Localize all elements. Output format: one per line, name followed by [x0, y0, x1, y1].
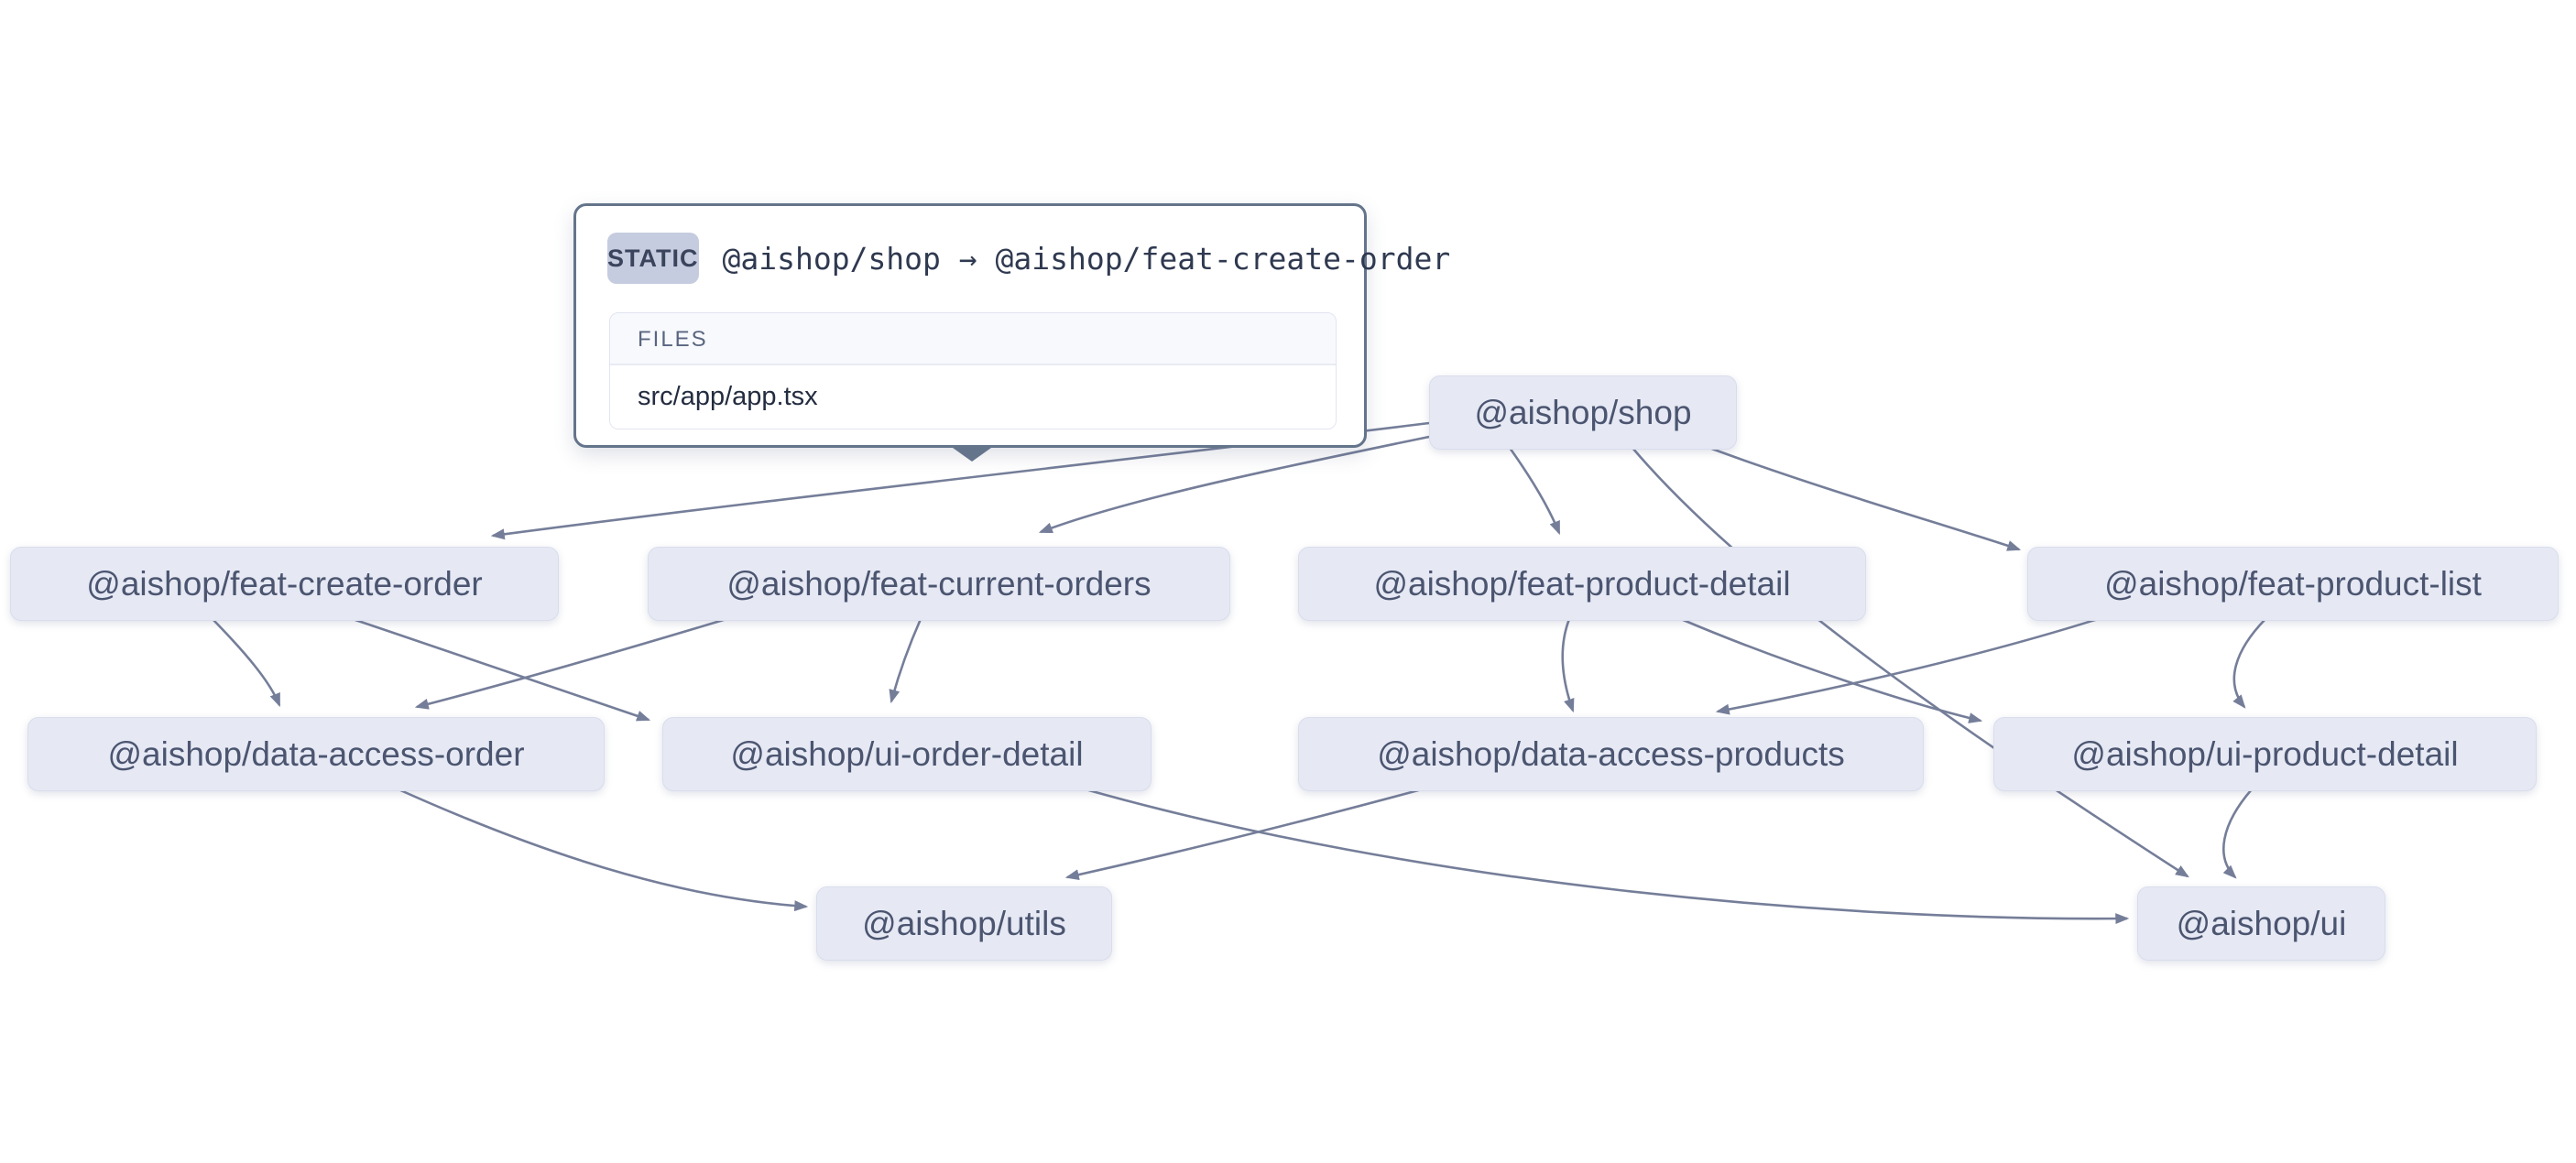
graph-node-data-access-order[interactable]: @aishop/data-access-order: [27, 717, 605, 791]
edge-shop-to-feat-product-detail[interactable]: [1508, 447, 1561, 536]
edge-feat-product-detail-to-ui-product-detail[interactable]: [1680, 617, 1983, 723]
edge-data-access-products-to-utils[interactable]: [1064, 788, 1423, 881]
edge-feat-create-order-to-data-access-order[interactable]: [212, 618, 281, 708]
edge-tooltip-header: STATIC @aishop/shop → @aishop/feat-creat…: [607, 232, 1450, 285]
edge-feat-current-orders-to-data-access-order[interactable]: [414, 617, 727, 710]
edge-feat-current-orders-to-ui-order-detail[interactable]: [889, 618, 922, 704]
graph-node-feat-product-list[interactable]: @aishop/feat-product-list: [2027, 547, 2559, 621]
edge-feat-product-list-to-data-access-products[interactable]: [1715, 617, 2099, 715]
edge-shop-to-feat-product-list[interactable]: [1708, 446, 2022, 551]
files-panel-header: FILES: [610, 313, 1336, 365]
edge-feat-product-detail-to-data-access-products[interactable]: [1561, 618, 1575, 713]
graph-node-ui[interactable]: @aishop/ui: [2137, 886, 2385, 961]
graph-node-feat-create-order[interactable]: @aishop/feat-create-order: [10, 547, 559, 621]
edge-tooltip: STATIC @aishop/shop → @aishop/feat-creat…: [573, 203, 1450, 448]
files-panel: FILES src/app/app.tsx: [609, 312, 1337, 429]
graph-node-data-access-products[interactable]: @aishop/data-access-products: [1298, 717, 1924, 791]
edge-data-access-order-to-utils[interactable]: [398, 788, 809, 912]
graph-node-ui-order-detail[interactable]: @aishop/ui-order-detail: [662, 717, 1152, 791]
edge-feat-create-order-to-ui-order-detail[interactable]: [352, 617, 651, 722]
edge-tooltip-title: @aishop/shop → @aishop/feat-create-order: [722, 240, 1451, 277]
graph-node-ui-product-detail[interactable]: @aishop/ui-product-detail: [1993, 717, 2537, 791]
file-list-item: src/app/app.tsx: [610, 365, 1336, 429]
graph-node-utils[interactable]: @aishop/utils: [816, 886, 1112, 961]
graph-node-feat-product-detail[interactable]: @aishop/feat-product-detail: [1298, 547, 1866, 621]
edge-ui-order-detail-to-ui[interactable]: [1085, 788, 2130, 925]
edge-type-badge: STATIC: [607, 233, 699, 284]
edge-shop-to-ui[interactable]: [1632, 447, 2189, 878]
edge-feat-product-list-to-ui-product-detail[interactable]: [2232, 618, 2266, 709]
graph-node-feat-current-orders[interactable]: @aishop/feat-current-orders: [648, 547, 1230, 621]
tooltip-caret-icon: [953, 448, 991, 462]
edge-ui-product-detail-to-ui[interactable]: [2222, 788, 2253, 879]
graph-node-shop[interactable]: @aishop/shop: [1429, 375, 1737, 450]
edge-shop-to-feat-current-orders[interactable]: [1038, 435, 1430, 534]
